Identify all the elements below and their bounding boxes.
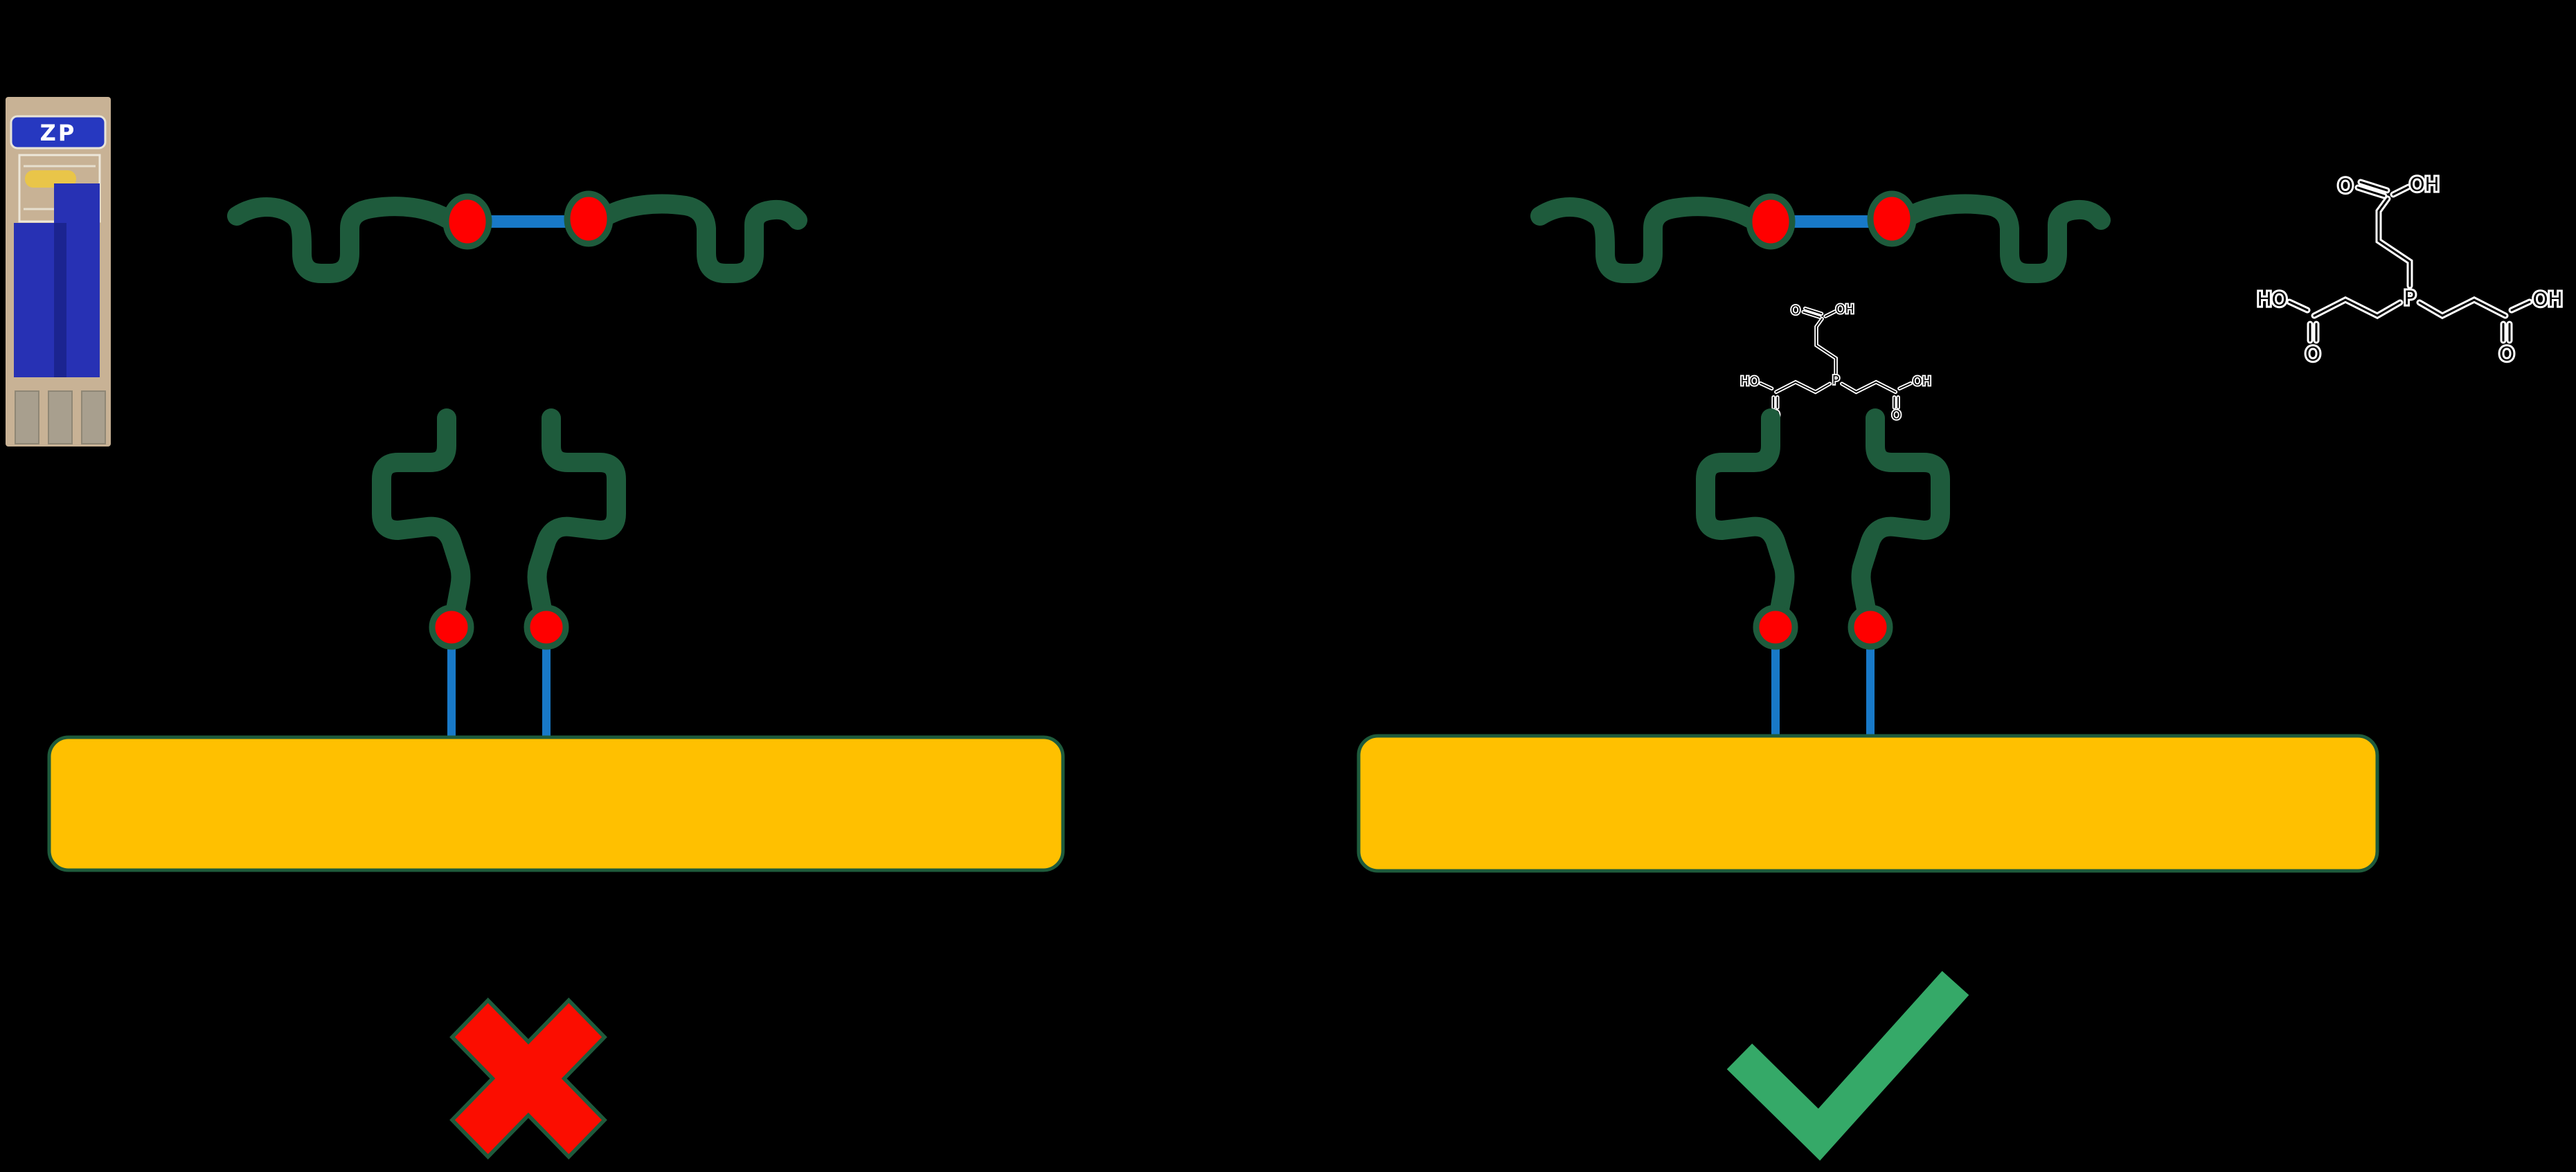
electrode-photo: ZP bbox=[6, 97, 111, 447]
electrode-contact-pad-2 bbox=[48, 390, 73, 444]
left-panel bbox=[47, 194, 1065, 1160]
tcep-structure-large bbox=[2257, 173, 2562, 366]
right-protein-immobilized bbox=[1706, 418, 1940, 741]
electrode-brand-label: ZP bbox=[40, 120, 77, 146]
right-panel bbox=[1357, 194, 2379, 1161]
left-protein-disulfide bbox=[237, 194, 798, 273]
check-icon bbox=[1726, 971, 1969, 1161]
tcep-structure-small bbox=[1740, 303, 1931, 423]
right-gold-electrode bbox=[1357, 734, 2379, 873]
electrode-contact-pad-3 bbox=[81, 390, 106, 444]
electrode-contact-pad-1 bbox=[15, 390, 39, 444]
cross-icon bbox=[449, 998, 607, 1160]
electrode-working-area bbox=[25, 170, 76, 188]
right-protein-disulfide bbox=[1540, 194, 2101, 273]
electrode-strip-divider bbox=[54, 223, 66, 377]
left-protein-immobilized bbox=[382, 418, 616, 741]
electrode-strip-left bbox=[14, 223, 54, 377]
electrode-photo-label-band bbox=[10, 115, 107, 150]
left-gold-electrode bbox=[47, 735, 1065, 872]
